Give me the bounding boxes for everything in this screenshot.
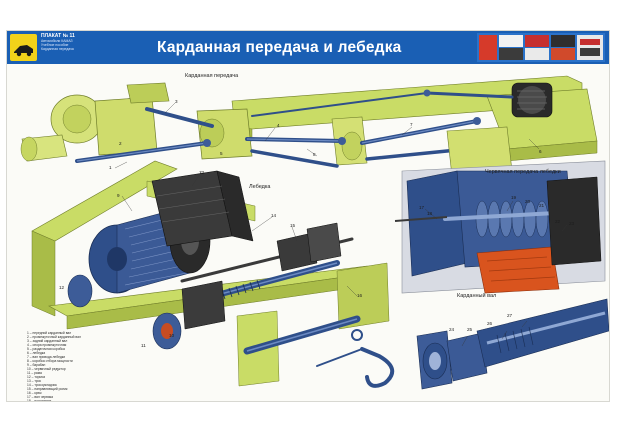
legend-entry: 18 – подшипник [27,399,52,402]
series-thumbnails [477,33,605,62]
callout: 23 [569,221,575,226]
plate-line: Карданная передача [41,47,74,52]
legend-entry: 10 – червячный редуктор [27,367,66,371]
callout: 2 [119,141,122,146]
header-band: ПЛАКАТ № 11 Автомобили КАМАЗ Учебное пос… [7,31,609,64]
callout: 26 [487,321,493,326]
callout: 12 [59,285,65,290]
legend-entry: 9 – барабан [27,363,46,367]
callout: 18 [427,211,433,216]
diagram-canvas [20,75,609,390]
section-label-shaft: Карданный вал [457,293,497,299]
legend-entry: 12 – тормоз [27,375,46,379]
callout: 25 [467,327,473,332]
callout: 13 [199,170,205,175]
driveline-assembly [20,75,598,177]
legend-entry: 2 – промежуточный карданный вал [27,335,81,339]
legend-entry: 11 – рама [27,371,42,375]
callout: 9 [117,193,120,198]
plate-line: Учебное пособие [41,43,69,48]
cardan-shaft-cutaway [416,298,609,390]
section-label-worm-gear: Червячная передача лебедки [485,169,561,175]
callout: 17 [419,205,425,210]
logo-badge [10,34,37,61]
legend-entry: 6 – лебедка [27,351,46,355]
callout: 22 [555,219,561,224]
legend-entry: 1 – передний карданный вал [27,331,72,335]
callout: 10 [169,333,175,338]
callout: 4 [277,123,280,128]
callout: 20 [525,199,531,204]
thumb-icon [479,35,497,60]
legend-entry: 15 – направляющий ролик [27,387,68,391]
section-label-winch: Лебедка [249,184,271,190]
callout: 27 [507,313,513,318]
truck-icon [14,45,33,57]
legend-entry: 8 – коробка отбора мощности [27,359,73,363]
plate-number: ПЛАКАТ № 11 [41,33,75,39]
callout: 1 [109,165,112,170]
callout: 19 [511,195,517,200]
legend-entry: 5 – раздаточная коробка [27,347,65,351]
poster-title: Карданная передача и лебедка [157,39,402,56]
callout: 15 [290,223,296,228]
legend-entry: 17 – вал червяка [27,395,53,399]
callout: 8 [313,152,316,157]
callout: 24 [449,327,455,332]
legend-entry: 4 – опора промежуточная [27,343,67,347]
worm-wheel [476,246,560,294]
hook [360,347,395,388]
plate-info: ПЛАКАТ № 11 Автомобили КАМАЗ Учебное пос… [41,33,141,52]
callout: 7 [410,122,413,127]
callout: 21 [539,203,545,208]
poster: ПЛАКАТ № 11 Автомобили КАМАЗ Учебное пос… [6,30,610,402]
legend-entry: 16 – крюк [27,391,42,395]
legend-entry: 14 – тросоукладчик [27,383,57,387]
callout: 16 [357,293,363,298]
callout: 14 [271,213,277,218]
legend-entry: 7 – вал привода лебедки [27,355,66,359]
callout: 11 [141,343,146,348]
callout: 5 [220,151,223,156]
callout: 6 [539,149,542,154]
legend-entry: 3 – задний карданный вал [27,339,68,343]
plate-line: Автомобили КАМАЗ [41,39,73,43]
worm-gear-cutaway [394,160,606,294]
callout: 3 [175,99,178,104]
legend-entry: 13 – трос [27,379,42,383]
section-label-driveline: Карданная передача [185,73,239,79]
winch-assembly [31,160,395,388]
